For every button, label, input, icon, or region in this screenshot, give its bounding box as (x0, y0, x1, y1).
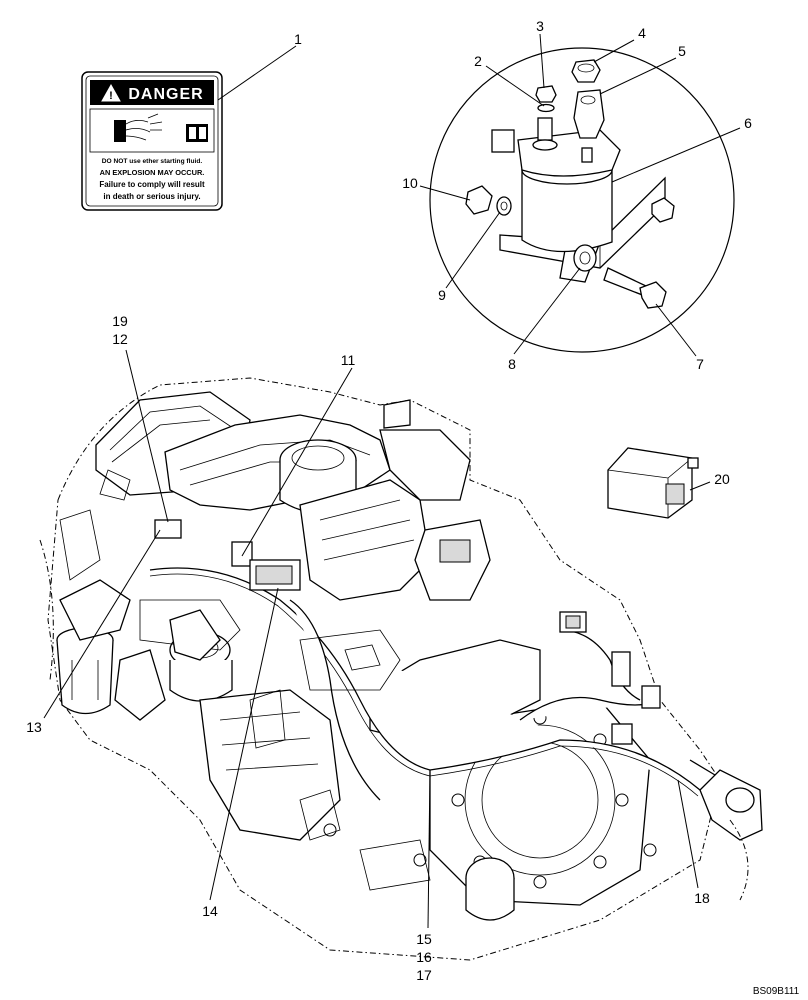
callout-4: 4 (638, 25, 646, 41)
relay-detail-view (429, 47, 735, 353)
callout-6: 6 (744, 115, 752, 131)
callout-20: 20 (714, 471, 730, 487)
danger-decal: ! DANGER DO NOT use ether starting fluid… (81, 71, 223, 211)
drawing-id: BS09B111 (753, 986, 800, 997)
washer-item-9 (496, 196, 512, 216)
washer-item-2 (537, 103, 555, 113)
decal-line-3: Failure to comply will result (99, 180, 205, 189)
callout-9: 9 (438, 287, 446, 303)
callout-2: 2 (474, 53, 482, 69)
callout-1: 1 (294, 31, 302, 47)
wiring-harness (149, 567, 701, 791)
decal-line-2: AN EXPLOSION MAY OCCUR. (100, 168, 205, 177)
callout-10: 10 (402, 175, 418, 191)
nut-item-10 (465, 185, 493, 215)
callout-8: 8 (508, 356, 516, 372)
callout-11: 11 (341, 352, 356, 368)
ether-warning-pictogram-icon (114, 113, 163, 142)
terminal-item-5 (573, 89, 605, 139)
starter-relay (521, 169, 613, 253)
decal-line-1: DO NOT use ether starting fluid. (102, 158, 203, 165)
decal-header: DANGER (128, 86, 203, 103)
callout-labels: 1 2 3 4 5 6 7 8 9 10 11 19 12 13 14 15 1… (26, 18, 752, 983)
callout-16: 16 (416, 949, 432, 965)
callout-18: 18 (694, 890, 710, 906)
callout-5: 5 (678, 43, 686, 59)
manual-book-icon (186, 124, 208, 142)
svg-text:!: ! (109, 90, 113, 102)
callout-3: 3 (536, 18, 544, 34)
nut-item-4 (571, 59, 601, 83)
callout-15: 15 (416, 931, 432, 947)
callout-12: 12 (112, 331, 128, 347)
relay-item-20 (607, 447, 699, 519)
engine-assembly (39, 377, 763, 961)
callout-17: 17 (416, 967, 432, 983)
decal-line-4: in death or serious injury. (103, 192, 200, 201)
callout-13: 13 (26, 719, 42, 735)
callout-7: 7 (696, 356, 704, 372)
callout-19: 19 (112, 313, 128, 329)
callout-14: 14 (202, 903, 218, 919)
warning-triangle-icon (101, 83, 121, 102)
nut-item-3 (535, 85, 557, 103)
washer-item-8 (573, 244, 597, 272)
leader-lines (43, 33, 741, 929)
